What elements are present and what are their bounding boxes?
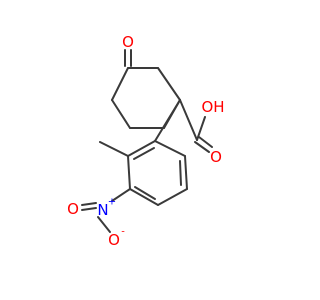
cyclohexanone-ring xyxy=(111,67,181,129)
bond xyxy=(97,216,111,233)
structure-canvas: O OH O N + O O - xyxy=(67,33,224,249)
nitro-nitrogen-charge: + xyxy=(108,197,116,208)
bond xyxy=(81,207,97,211)
bond xyxy=(157,188,188,206)
bond xyxy=(111,188,131,202)
hydroxyl-label: OH xyxy=(201,98,224,116)
bond xyxy=(157,67,181,101)
bond xyxy=(179,99,198,141)
nitro-oxygen-left-label: O xyxy=(67,200,79,218)
molecule-structure: O OH O N + O O - xyxy=(67,33,224,249)
bond xyxy=(111,67,129,101)
bond xyxy=(154,99,181,142)
bond xyxy=(127,155,131,190)
bond xyxy=(184,155,188,190)
nitro-oxygen-bottom-label: O xyxy=(108,231,120,249)
ketone-oxygen-label: O xyxy=(122,33,134,51)
bond xyxy=(198,136,213,148)
carboxylic-acid xyxy=(179,99,213,153)
bond xyxy=(111,99,131,129)
benzene-ring xyxy=(127,140,188,206)
bond xyxy=(194,141,210,153)
bond xyxy=(196,116,206,141)
nitro-oxygen-charge: - xyxy=(121,227,125,238)
bond xyxy=(133,147,155,160)
bond xyxy=(81,202,97,206)
bond xyxy=(154,140,186,157)
bond xyxy=(127,140,156,157)
bond xyxy=(134,186,156,200)
nitro-nitrogen-label: N xyxy=(97,201,108,219)
carbonyl-oxygen-label: O xyxy=(210,148,222,166)
nitro-group xyxy=(81,188,131,233)
bond xyxy=(129,188,159,206)
ketone-double-bond xyxy=(124,49,132,67)
methyl-bond xyxy=(99,141,129,157)
bond xyxy=(179,160,182,186)
